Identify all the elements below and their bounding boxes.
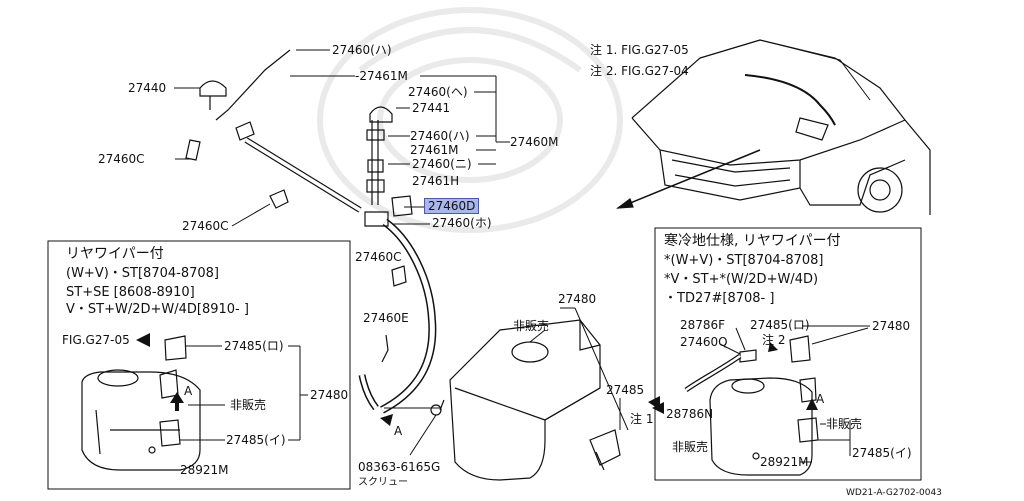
- label-27461m-mid: 27461M: [410, 143, 459, 157]
- center-arrow-a: [380, 414, 393, 426]
- label-27460d-highlighted[interactable]: 27460D: [424, 198, 480, 214]
- right-label-27485-i: 27485(イ): [852, 446, 912, 460]
- left-label-hihanbai: 非販売: [230, 398, 267, 412]
- left-label-27480: 27480: [310, 388, 349, 402]
- right-label-chu2: 注 2: [762, 333, 786, 347]
- label-27460-he: 27460(ヘ): [408, 85, 468, 99]
- left-tank: [81, 335, 201, 471]
- car-outline: [631, 39, 931, 215]
- label-27480-center: 27480: [558, 292, 597, 306]
- label-27460-ni: 27460(ニ): [412, 157, 472, 171]
- right-box-line-3: *V・ST+*(W/2D+W/4D): [664, 272, 819, 287]
- label-27461h: 27461H: [412, 174, 460, 188]
- label-bolt-08363: 08363-6165G: [358, 460, 441, 474]
- left-box-line-2: (W+V)・ST[8704-8708]: [66, 266, 219, 281]
- right-tank: [684, 335, 819, 476]
- right-arrow-28786n: [652, 402, 664, 414]
- label-27441: 27441: [412, 101, 451, 115]
- label-27440: 27440: [128, 81, 167, 95]
- center-tank: [430, 319, 621, 481]
- hoses: [215, 49, 437, 414]
- label-27460c-bottom: 27460C: [182, 219, 229, 233]
- right-label-28786n: 28786N: [666, 407, 714, 421]
- label-27461m-top: -27461M: [355, 69, 408, 83]
- center-leaders: [384, 307, 629, 456]
- right-box-line-1: 寒冷地仕様, リヤワイパー付: [664, 233, 841, 249]
- left-leaders: [160, 345, 308, 471]
- label-27460-ha-top: 27460(ハ): [332, 43, 392, 57]
- pointer-arrow: [617, 149, 761, 209]
- left-label-27485-i: 27485(イ): [226, 433, 286, 447]
- right-label-28786f: 28786F: [680, 318, 726, 332]
- label-27460-ho: 27460(ホ): [432, 216, 492, 230]
- figure-code: WD21-A-G2702-0043: [846, 488, 942, 498]
- right-label-27480: 27480: [872, 319, 911, 333]
- right-label-hihanbai-1: 非販売: [826, 417, 863, 431]
- right-label-27485-ro: 27485(ロ): [750, 318, 810, 332]
- right-leaders: [719, 325, 870, 463]
- left-inset-frame: [47, 240, 351, 490]
- label-27460-ha-mid: 27460(ハ): [410, 129, 470, 143]
- note-1: 注 1. FIG.G27-05: [590, 43, 689, 57]
- right-box-line-4: ・TD27#[8708- ]: [664, 291, 775, 306]
- label-27460e: 27460E: [363, 311, 409, 325]
- note-2: 注 2. FIG.G27-04: [590, 64, 689, 78]
- left-arrow-a: [170, 392, 184, 403]
- right-label-hihanbai-2: 非販売: [672, 440, 709, 454]
- left-box-line-1: リヤワイパー付: [66, 246, 164, 262]
- label-screw: スクリュー: [358, 477, 408, 488]
- right-label-arrow-a: A: [816, 392, 825, 406]
- nozzles: [185, 80, 393, 209]
- label-hihanbai-tank: 非販売: [513, 319, 550, 333]
- label-chu1: 注 1: [630, 412, 654, 426]
- right-arrow-note2: [768, 342, 778, 352]
- left-label-28921m: 28921M: [180, 463, 229, 477]
- left-label-fig: FIG.G27-05: [62, 333, 130, 347]
- right-inset-frame: [654, 227, 922, 481]
- left-label-27485-ro: 27485(ロ): [224, 339, 284, 353]
- left-box-line-4: V・ST+W/2D+W/4D[8910- ]: [66, 302, 249, 317]
- label-27460c-mid: 27460C: [355, 250, 402, 264]
- label-27460m: 27460M: [510, 135, 559, 149]
- left-label-arrow-a: A: [184, 384, 193, 398]
- right-box-line-2: *(W+V)・ST[8704-8708]: [664, 253, 824, 268]
- hose-clips: [358, 265, 407, 411]
- watermark: [317, 7, 623, 233]
- left-box-line-3: ST+SE [8608-8910]: [66, 285, 195, 300]
- label-27485-center: 27485: [606, 383, 645, 397]
- left-arrow-fig: [136, 333, 150, 347]
- label-27460c-left: 27460C: [98, 152, 145, 166]
- right-arrow-a: [806, 398, 818, 410]
- right-label-28921m: 28921M: [760, 455, 809, 469]
- right-label-27460q: 27460Q: [680, 335, 728, 349]
- leader-lines: [174, 49, 510, 227]
- label-arrow-a-center: A: [394, 424, 403, 438]
